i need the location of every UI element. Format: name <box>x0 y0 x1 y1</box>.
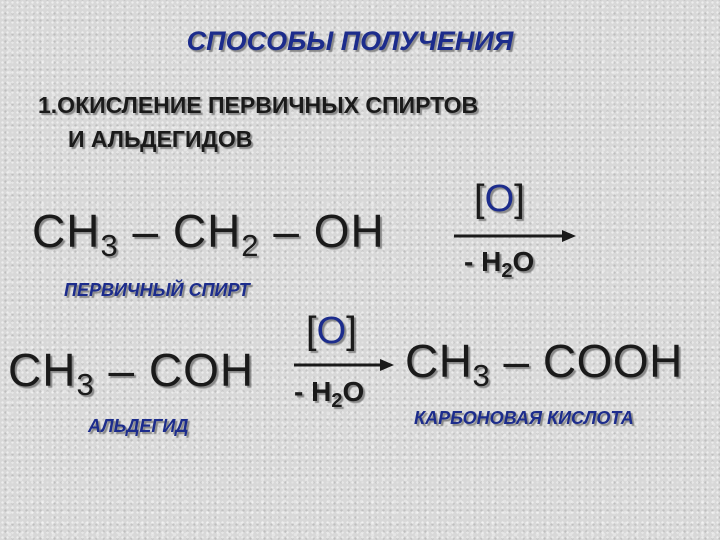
oxidizer-2: [O] <box>306 310 357 352</box>
oxidizer-1: [O] <box>474 178 525 220</box>
section-heading-line-2: И АЛЬДЕГИДОВ <box>68 126 253 152</box>
carboxylic-acid-label: КАРБОНОВАЯ КИСЛОТА <box>414 408 634 428</box>
section-heading-line-1: 1.ОКИСЛЕНИЕ ПЕРВИЧНЫХ СПИРТОВ <box>38 92 479 118</box>
primary-alcohol-label: ПЕРВИЧНЫЙ СПИРТ <box>64 280 250 300</box>
reaction-arrow-2 <box>294 359 394 371</box>
page-title: СПОСОБЫ ПОЛУЧЕНИЯ <box>186 26 514 56</box>
reaction-arrow-1 <box>454 230 576 242</box>
carboxylic-acid-formula: CH3 – COOH <box>405 335 683 393</box>
water-byproduct-2: - H2O <box>294 376 365 412</box>
water-byproduct-1: - H2O <box>464 246 535 282</box>
aldehyde-label: АЛЬДЕГИД <box>88 416 189 436</box>
section-heading: 1.ОКИСЛЕНИЕ ПЕРВИЧНЫХ СПИРТОВ И АЛЬДЕГИД… <box>38 88 478 156</box>
aldehyde-formula: CH3 – COH <box>8 344 255 402</box>
primary-alcohol-formula: CH3 – CH2 – OH <box>32 205 385 263</box>
